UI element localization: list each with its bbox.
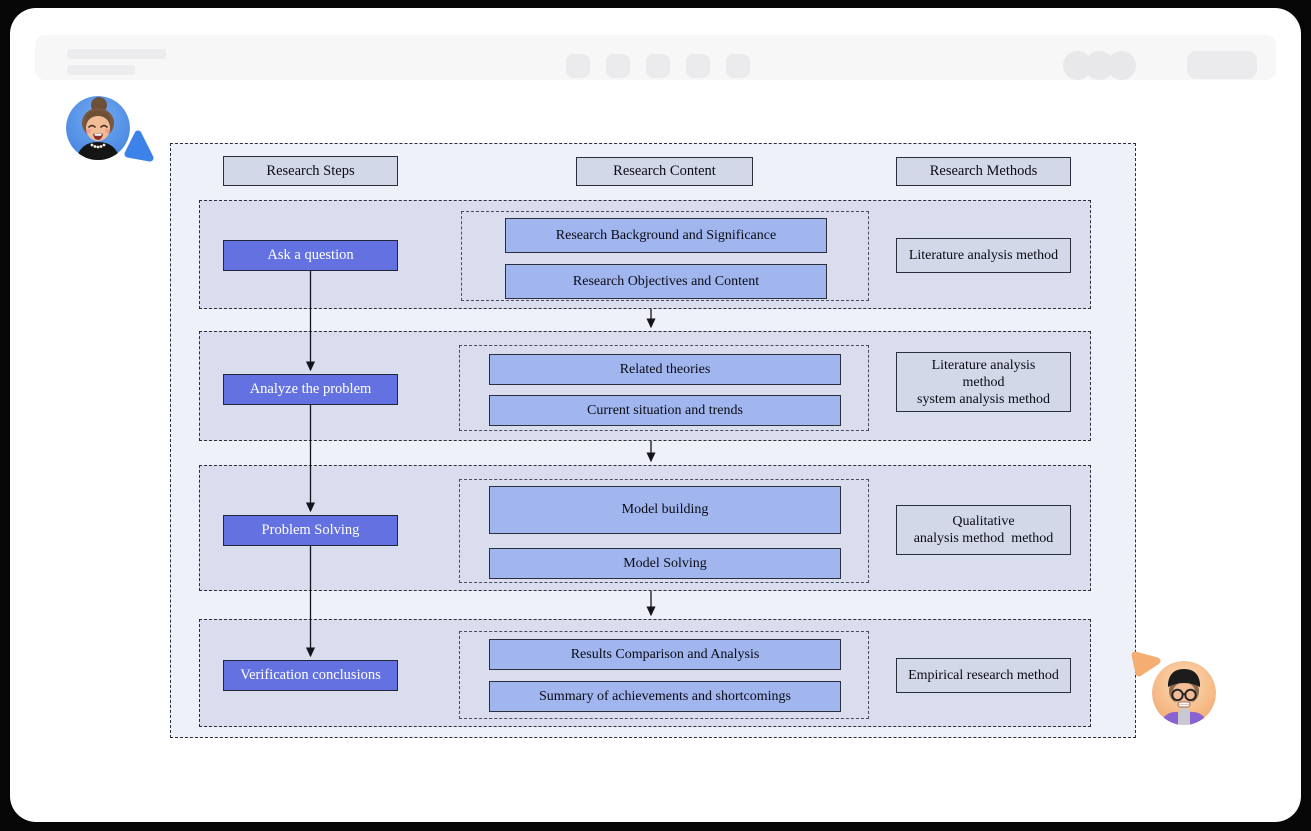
step-box[interactable]: Analyze the problem: [223, 374, 398, 405]
app-window: Research Steps Research Content Research…: [10, 8, 1301, 822]
cursor-orange: [1131, 651, 1161, 677]
collaborator-avatar-man: [1152, 661, 1216, 725]
content-box[interactable]: Related theories: [489, 354, 841, 385]
method-box[interactable]: Literature analysis method: [896, 238, 1071, 273]
content-box[interactable]: Model building: [489, 486, 841, 534]
step-box[interactable]: Verification conclusions: [223, 660, 398, 691]
content-group[interactable]: Research Background and Significance Res…: [461, 211, 869, 301]
subtitle-placeholder: [67, 65, 135, 75]
tool-button-placeholder[interactable]: [566, 54, 590, 78]
content-group[interactable]: Model building Model Solving: [459, 479, 869, 583]
tool-button-placeholder[interactable]: [686, 54, 710, 78]
method-box[interactable]: Qualitative analysis method method: [896, 505, 1071, 555]
share-button-placeholder[interactable]: [1187, 51, 1257, 79]
content-box[interactable]: Current situation and trends: [489, 395, 841, 426]
step-box[interactable]: Problem Solving: [223, 515, 398, 546]
content-box[interactable]: Summary of achievements and shortcomings: [489, 681, 841, 712]
content-group[interactable]: Results Comparison and Analysis Summary …: [459, 631, 869, 719]
toolbar: [35, 35, 1276, 80]
collaborator-avatar-placeholder: [1107, 51, 1136, 80]
content-box[interactable]: Model Solving: [489, 548, 841, 579]
content-box[interactable]: Research Objectives and Content: [505, 264, 827, 299]
content-group[interactable]: Related theories Current situation and t…: [459, 345, 869, 431]
method-box[interactable]: Literature analysis method system analys…: [896, 352, 1071, 412]
research-flowchart-canvas[interactable]: Research Steps Research Content Research…: [170, 143, 1136, 738]
cursor-blue: [124, 130, 154, 162]
tool-button-placeholder[interactable]: [646, 54, 670, 78]
tool-button-placeholder[interactable]: [726, 54, 750, 78]
tool-button-placeholder[interactable]: [606, 54, 630, 78]
header-research-steps[interactable]: Research Steps: [223, 156, 398, 186]
step-box[interactable]: Ask a question: [223, 240, 398, 271]
header-research-methods[interactable]: Research Methods: [896, 157, 1071, 186]
content-box[interactable]: Research Background and Significance: [505, 218, 827, 253]
header-research-content[interactable]: Research Content: [576, 157, 753, 186]
content-box[interactable]: Results Comparison and Analysis: [489, 639, 841, 670]
collaborator-avatar-woman: [66, 96, 130, 160]
method-box[interactable]: Empirical research method: [896, 658, 1071, 693]
title-placeholder: [67, 49, 166, 59]
